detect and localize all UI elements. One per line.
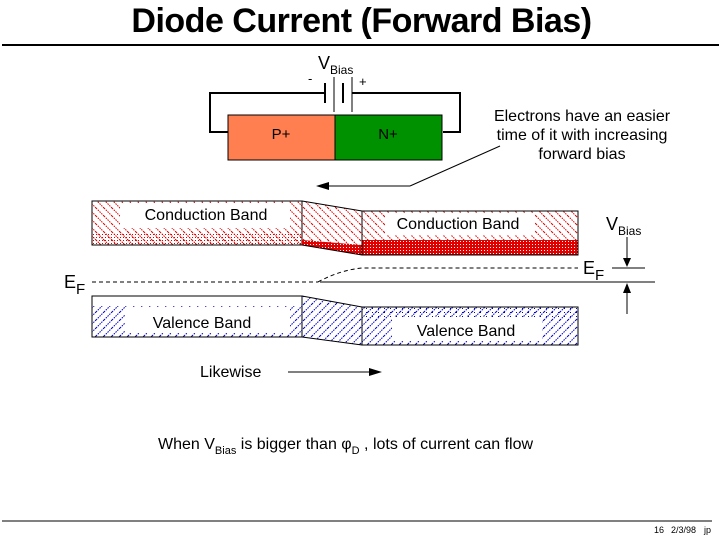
annotation-leader bbox=[409, 145, 501, 187]
battery-minus: - bbox=[308, 71, 312, 86]
valence-band: Valence Band Valence Band bbox=[91, 295, 579, 346]
vbias-marker: VBias bbox=[606, 214, 641, 314]
arrow-down-icon bbox=[623, 258, 631, 267]
arrow-up-icon bbox=[623, 283, 631, 293]
fermi-level: EF EF bbox=[64, 258, 655, 298]
diode: P+ N+ bbox=[227, 114, 443, 161]
p-label: P+ bbox=[272, 126, 291, 143]
electron-annotation: Electrons have an easier time of it with… bbox=[316, 108, 671, 190]
n-region bbox=[334, 114, 443, 161]
footer-date: 2/3/98 bbox=[671, 525, 696, 535]
fermi-label-left: EF bbox=[64, 272, 85, 298]
footer-initials: jp bbox=[703, 525, 711, 535]
valence-band-right-label: Valence Band bbox=[417, 323, 515, 340]
annotation-line: time of it with increasing bbox=[497, 127, 668, 144]
fermi-line-right bbox=[317, 267, 578, 283]
battery-circuit: VBias - + bbox=[209, 53, 461, 133]
conduction-band-right-label: Conduction Band bbox=[397, 216, 520, 233]
annotation-line: Electrons have an easier bbox=[494, 108, 671, 125]
valence-band-left-label: Valence Band bbox=[153, 315, 251, 332]
footer-page: 16 bbox=[654, 525, 664, 535]
fermi-label-right: EF bbox=[583, 258, 604, 284]
vbias-marker-label: VBias bbox=[606, 214, 641, 238]
likewise-label: Likewise bbox=[200, 364, 261, 381]
slide-title: Diode Current (Forward Bias) bbox=[131, 2, 592, 40]
conduction-band: Conduction Band Conduction Band bbox=[91, 200, 579, 256]
n-label: N+ bbox=[378, 126, 398, 143]
arrow-right-icon bbox=[369, 368, 382, 376]
annotation-line: forward bias bbox=[538, 146, 625, 163]
conduction-band-left-label: Conduction Band bbox=[145, 207, 268, 224]
battery-label: VBias bbox=[318, 53, 353, 77]
arrow-head-left-icon bbox=[316, 182, 329, 190]
caption: When VBias is bigger than φD , lots of c… bbox=[158, 436, 533, 457]
likewise-note: Likewise bbox=[200, 364, 382, 381]
battery-plus: + bbox=[359, 74, 367, 89]
